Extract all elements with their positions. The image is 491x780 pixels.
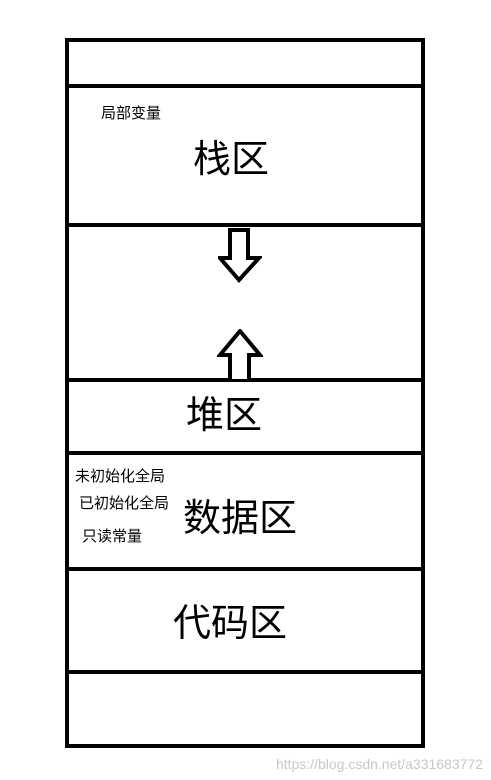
stack-title: 栈区 <box>193 137 270 181</box>
up-arrow-icon <box>217 329 263 381</box>
data-note-uninitialized: 未初始化全局 <box>75 467 166 485</box>
divider-top <box>65 84 421 88</box>
divider-data-bottom <box>65 567 421 571</box>
code-title: 代码区 <box>173 601 288 645</box>
divider-code-bottom <box>65 670 421 674</box>
data-note-initialized: 已初始化全局 <box>79 494 170 512</box>
down-arrow-icon <box>218 228 262 284</box>
heap-title: 堆区 <box>186 393 263 437</box>
stack-note: 局部变量 <box>101 104 162 122</box>
divider-heap-bottom <box>65 451 421 455</box>
data-title: 数据区 <box>183 496 298 540</box>
data-note-readonly: 只读常量 <box>82 527 143 545</box>
watermark: https://blog.csdn.net/a331683772 <box>275 756 483 772</box>
memory-outer-box <box>65 38 425 748</box>
divider-stack-bottom <box>65 223 421 227</box>
